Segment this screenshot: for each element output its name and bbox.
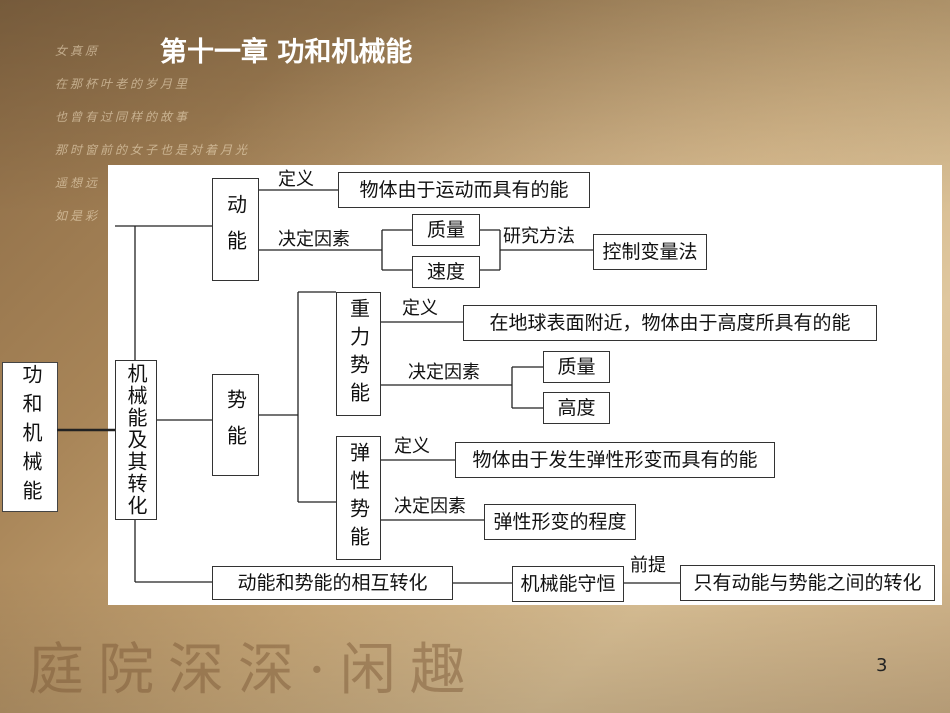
decor-text-line: 也曾有过同样的故事 — [55, 110, 191, 124]
conversion-node: 动能和势能的相互转化 — [212, 566, 453, 600]
potential-node-label: 势能 — [223, 389, 248, 461]
main-node: 机械能及其转化 — [115, 360, 157, 520]
slide-title: 第十一章 功和机械能 — [160, 37, 413, 68]
decor-text-line: 如是彩 — [55, 209, 101, 223]
decor-text-line: 遥想远 — [55, 176, 101, 190]
elastic-node-label: 弹性势能 — [346, 442, 371, 554]
kinetic-def-label: 定义 — [278, 169, 314, 190]
elastic-definition: 物体由于发生弹性形变而具有的能 — [455, 442, 775, 478]
gravitational-node: 重力势能 — [336, 292, 381, 416]
kinetic-factor-speed: 速度 — [412, 256, 480, 288]
gravitational-factor-mass: 质量 — [543, 351, 610, 383]
elastic-factor: 弹性形变的程度 — [484, 504, 636, 540]
conservation-node: 机械能守恒 — [512, 566, 624, 602]
main-node-label: 机械能及其转化 — [124, 363, 148, 517]
elastic-def-label: 定义 — [394, 436, 430, 457]
root-node-label: 功和机械能 — [19, 363, 43, 509]
elastic-node: 弹性势能 — [336, 436, 381, 560]
potential-node: 势能 — [212, 374, 259, 476]
elastic-factor-label: 决定因素 — [394, 496, 466, 517]
gravitational-factor-label: 决定因素 — [408, 362, 480, 383]
page-number: 3 — [876, 655, 888, 676]
root-node: 功和机械能 — [8, 362, 54, 510]
kinetic-factor-mass: 质量 — [412, 214, 480, 246]
kinetic-node-label: 动能 — [223, 193, 248, 266]
kinetic-node: 动能 — [212, 178, 259, 281]
premise-label: 前提 — [630, 555, 666, 576]
decor-text-line: 女真原 — [55, 44, 101, 58]
method-label: 研究方法 — [503, 226, 575, 247]
bottom-calligraphy: 庭院深深·闲趣 — [28, 638, 480, 703]
method-box: 控制变量法 — [593, 234, 707, 270]
kinetic-definition: 物体由于运动而具有的能 — [338, 172, 590, 208]
gravitational-def-label: 定义 — [402, 298, 438, 319]
kinetic-factor-label: 决定因素 — [278, 229, 350, 250]
gravitational-factor-height: 高度 — [543, 392, 610, 424]
gravitational-node-label: 重力势能 — [346, 298, 371, 410]
root-node-frame — [2, 362, 58, 512]
decor-text-line: 在那杯叶老的岁月里 — [55, 77, 191, 91]
decor-text-line: 那时窗前的女子也是对着月光 — [55, 143, 251, 157]
gravitational-definition: 在地球表面附近，物体由于高度所具有的能 — [463, 305, 877, 341]
premise-box: 只有动能与势能之间的转化 — [680, 565, 935, 601]
